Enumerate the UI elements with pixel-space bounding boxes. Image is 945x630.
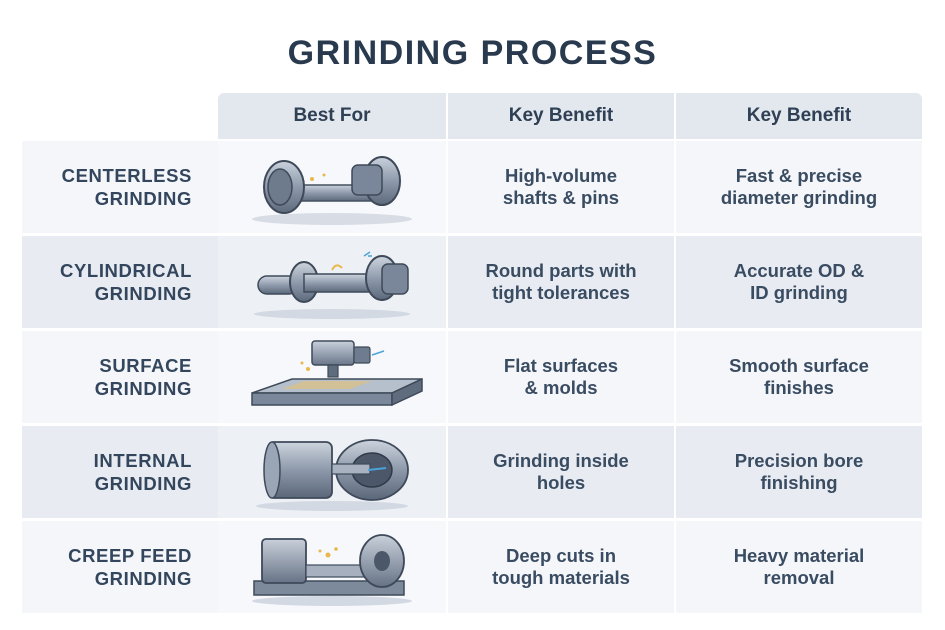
key-benefit-cell: Heavy material removal <box>733 545 865 588</box>
cylindrical-grinder-icon <box>218 236 446 328</box>
centerless-grinder-icon <box>218 141 446 233</box>
table-row: CENTERLESS GRINDING High-volume shafts &… <box>22 141 922 233</box>
column-header-key-benefit-1: Key Benefit <box>448 93 674 139</box>
best-for-cell: Deep cuts in tough materials <box>492 545 630 588</box>
row-label: CENTERLESS GRINDING <box>61 165 192 209</box>
internal-grinder-icon <box>218 426 446 518</box>
row-label: INTERNAL GRINDING <box>93 450 192 494</box>
best-for-cell: Round parts with tight tolerances <box>485 260 637 303</box>
row-label: SURFACE GRINDING <box>94 355 192 399</box>
column-header-best-for: Best For <box>218 93 446 139</box>
table-row: SURFACE GRINDING Flat surface <box>22 331 922 423</box>
creep-feed-grinder-icon <box>218 521 446 613</box>
table-row: INTERNAL GRINDING Grinding inside holes … <box>22 426 922 518</box>
surface-grinder-icon <box>218 331 446 423</box>
column-header-key-benefit-2: Key Benefit <box>676 93 922 139</box>
best-for-cell: Grinding inside holes <box>493 450 629 493</box>
best-for-cell: Flat surfaces & molds <box>503 355 619 398</box>
column-divider <box>446 93 448 613</box>
row-label: CYLINDRICAL GRINDING <box>60 260 192 304</box>
table-row: CYLINDRICAL GRINDING Round parts with ti… <box>22 236 922 328</box>
column-divider <box>674 93 676 613</box>
best-for-cell: High-volume shafts & pins <box>502 165 620 208</box>
key-benefit-cell: Precision bore finishing <box>734 450 864 493</box>
key-benefit-cell: Fast & precise diameter grinding <box>720 165 878 208</box>
process-table: Best For Key Benefit Key Benefit CENTERL… <box>22 93 922 613</box>
row-label: CREEP FEED GRINDING <box>68 545 192 589</box>
table-row: CREEP FEED GRINDING Deep cuts in tough <box>22 521 922 613</box>
key-benefit-cell: Accurate OD & ID grinding <box>733 260 865 303</box>
key-benefit-cell: Smooth surface finishes <box>729 355 869 398</box>
page-title: GRINDING PROCESS <box>287 34 658 72</box>
